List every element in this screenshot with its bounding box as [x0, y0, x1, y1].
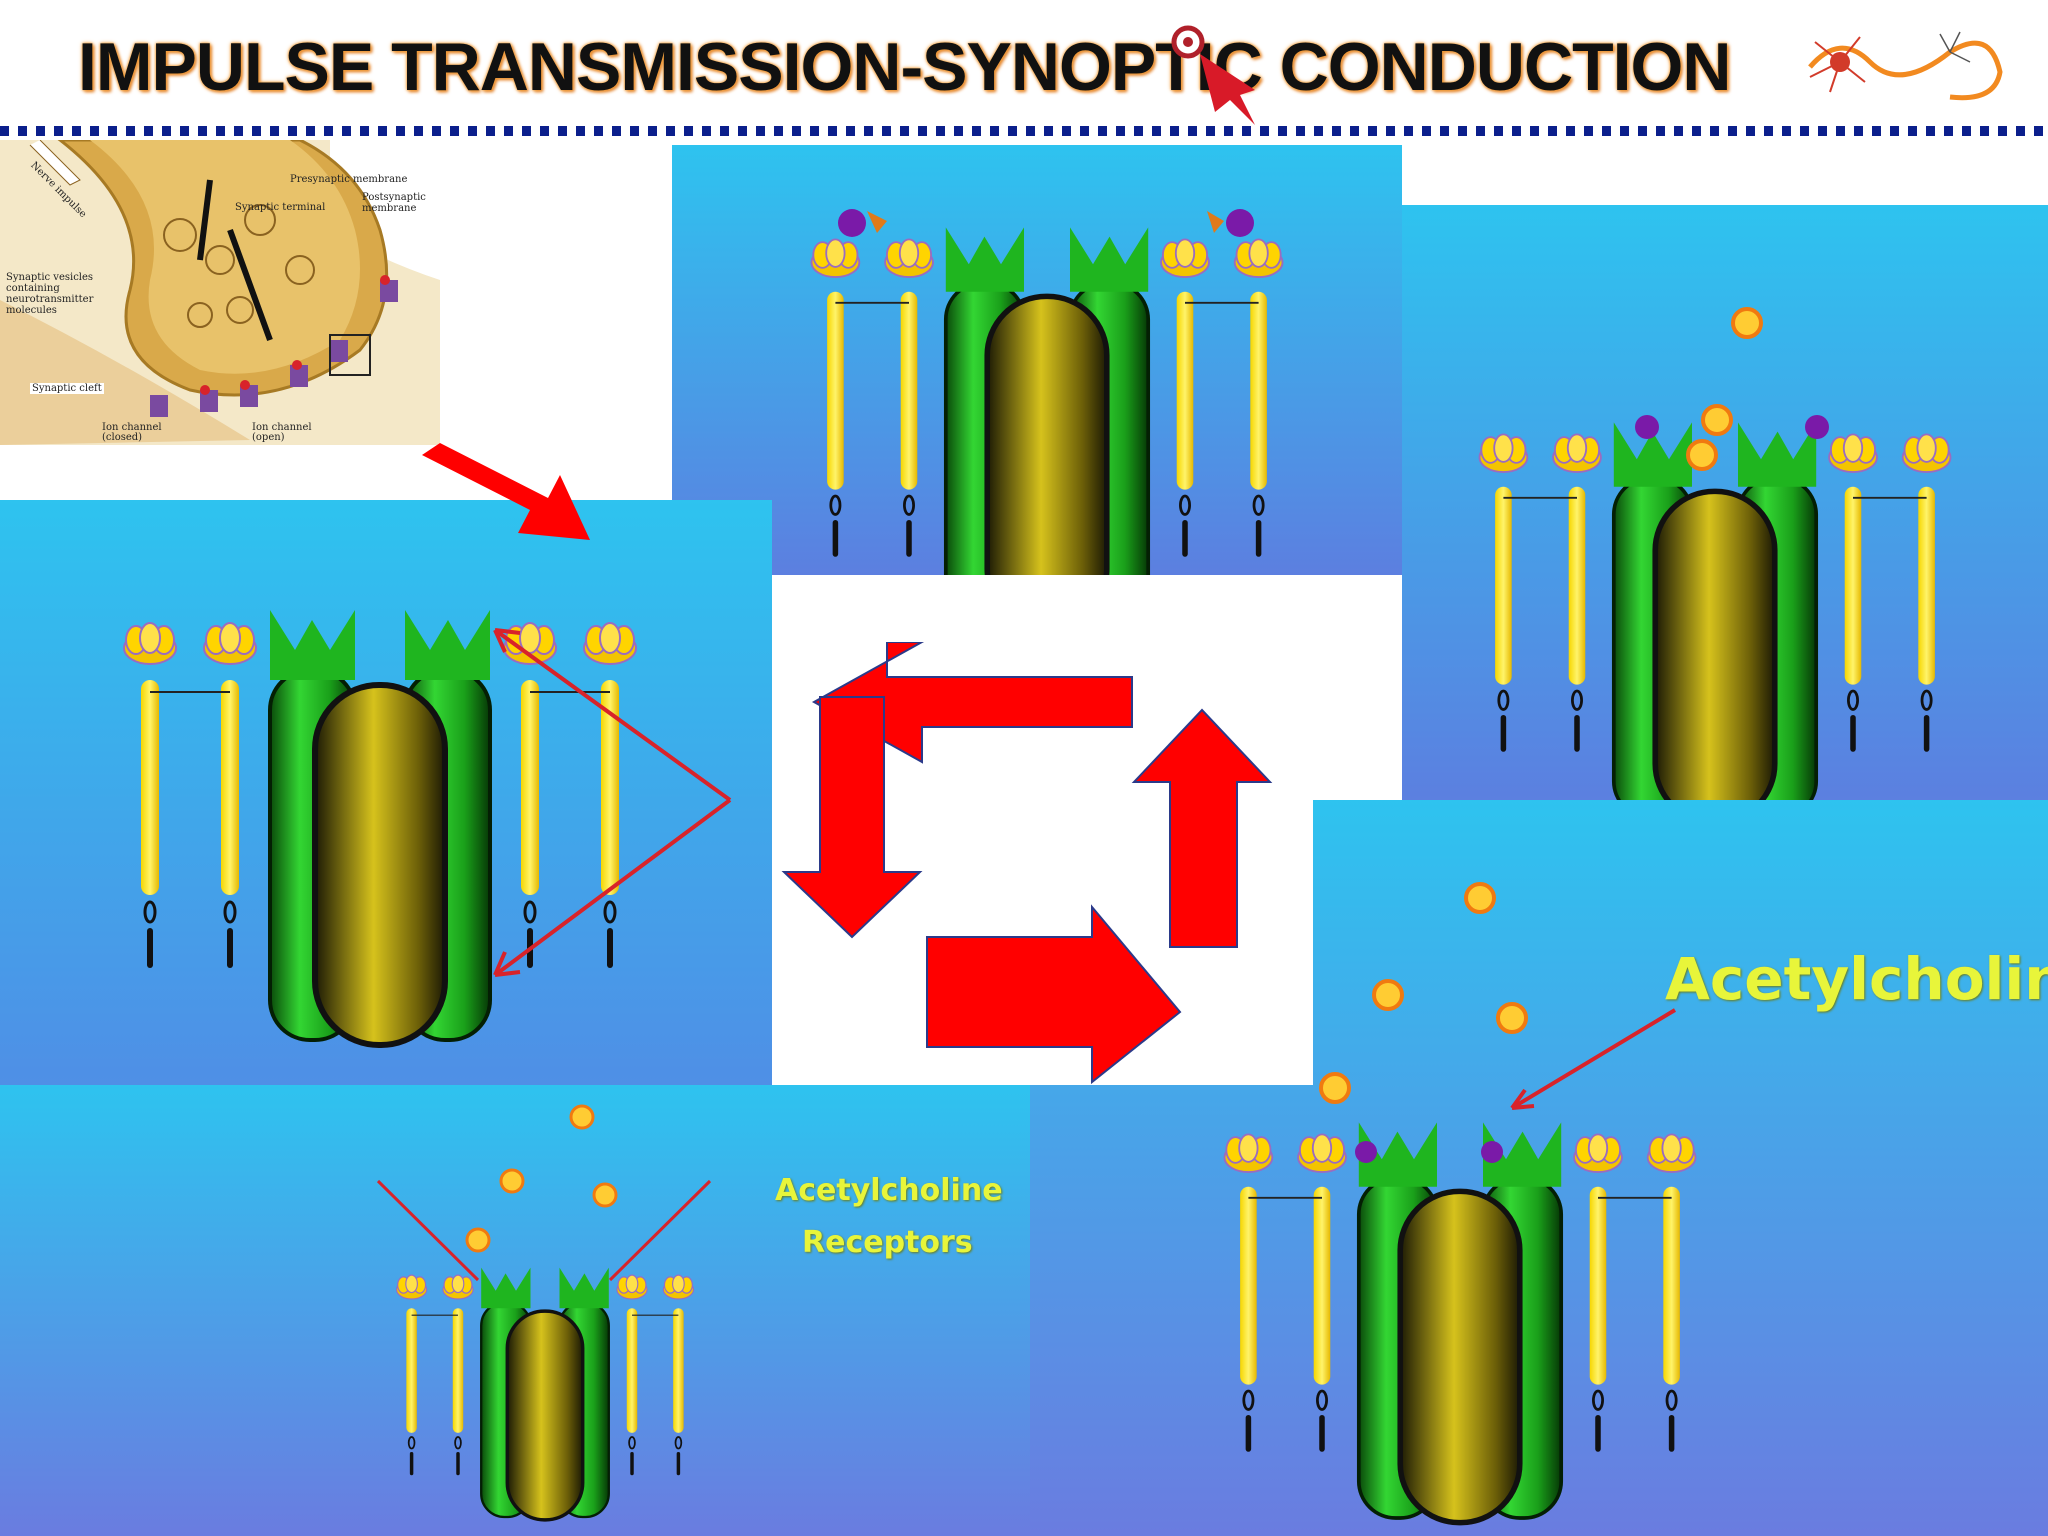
label-synaptic-cleft: Synaptic cleft	[30, 383, 104, 394]
cycle-arrows	[781, 642, 1273, 1085]
diagram-to-receptor-arrow	[422, 443, 590, 540]
synapse-diagram: Nerve impulse Presynaptic membrane Synap…	[0, 140, 440, 445]
label-vesicles-3: neurotransmitter	[6, 294, 94, 305]
label-postsynaptic-2: membrane	[362, 203, 417, 214]
dart-target-icon	[1171, 25, 1255, 125]
label-acetylcholine-large: Acetylcholine	[1665, 945, 2048, 1013]
label-ion-open-1: Ion channel	[252, 422, 312, 433]
label-postsynaptic-1: Postsynaptic	[362, 192, 426, 203]
label-vesicles-1: Synaptic vesicles	[6, 272, 94, 283]
label-ion-closed-2: (closed)	[102, 432, 143, 443]
label-presynaptic-membrane: Presynaptic membrane	[290, 174, 408, 185]
neuron-logo-icon	[1808, 31, 2003, 101]
title-divider	[0, 126, 2048, 136]
label-vesicles-4: molecules	[6, 305, 57, 316]
label-ach-receptors-1: Acetylcholine	[775, 1173, 1003, 1208]
receptor-panel-top	[672, 145, 1402, 575]
label-synaptic-terminal: Synaptic terminal	[235, 202, 326, 213]
receptor-panel-left	[0, 500, 772, 1085]
label-vesicles-2: containing	[6, 283, 60, 294]
label-ach-receptors-2: Receptors	[802, 1225, 973, 1260]
receptor-panel-bottom-left: Acetylcholine Receptors	[0, 1085, 1030, 1536]
label-ion-open-2: (open)	[252, 432, 285, 443]
receptor-panel-right-open	[1402, 205, 2048, 805]
slide-title: IMPULSE TRANSMISSION-SYNOPTIC CONDUCTION	[78, 29, 1731, 105]
label-ion-closed-1: Ion channel	[102, 422, 162, 433]
